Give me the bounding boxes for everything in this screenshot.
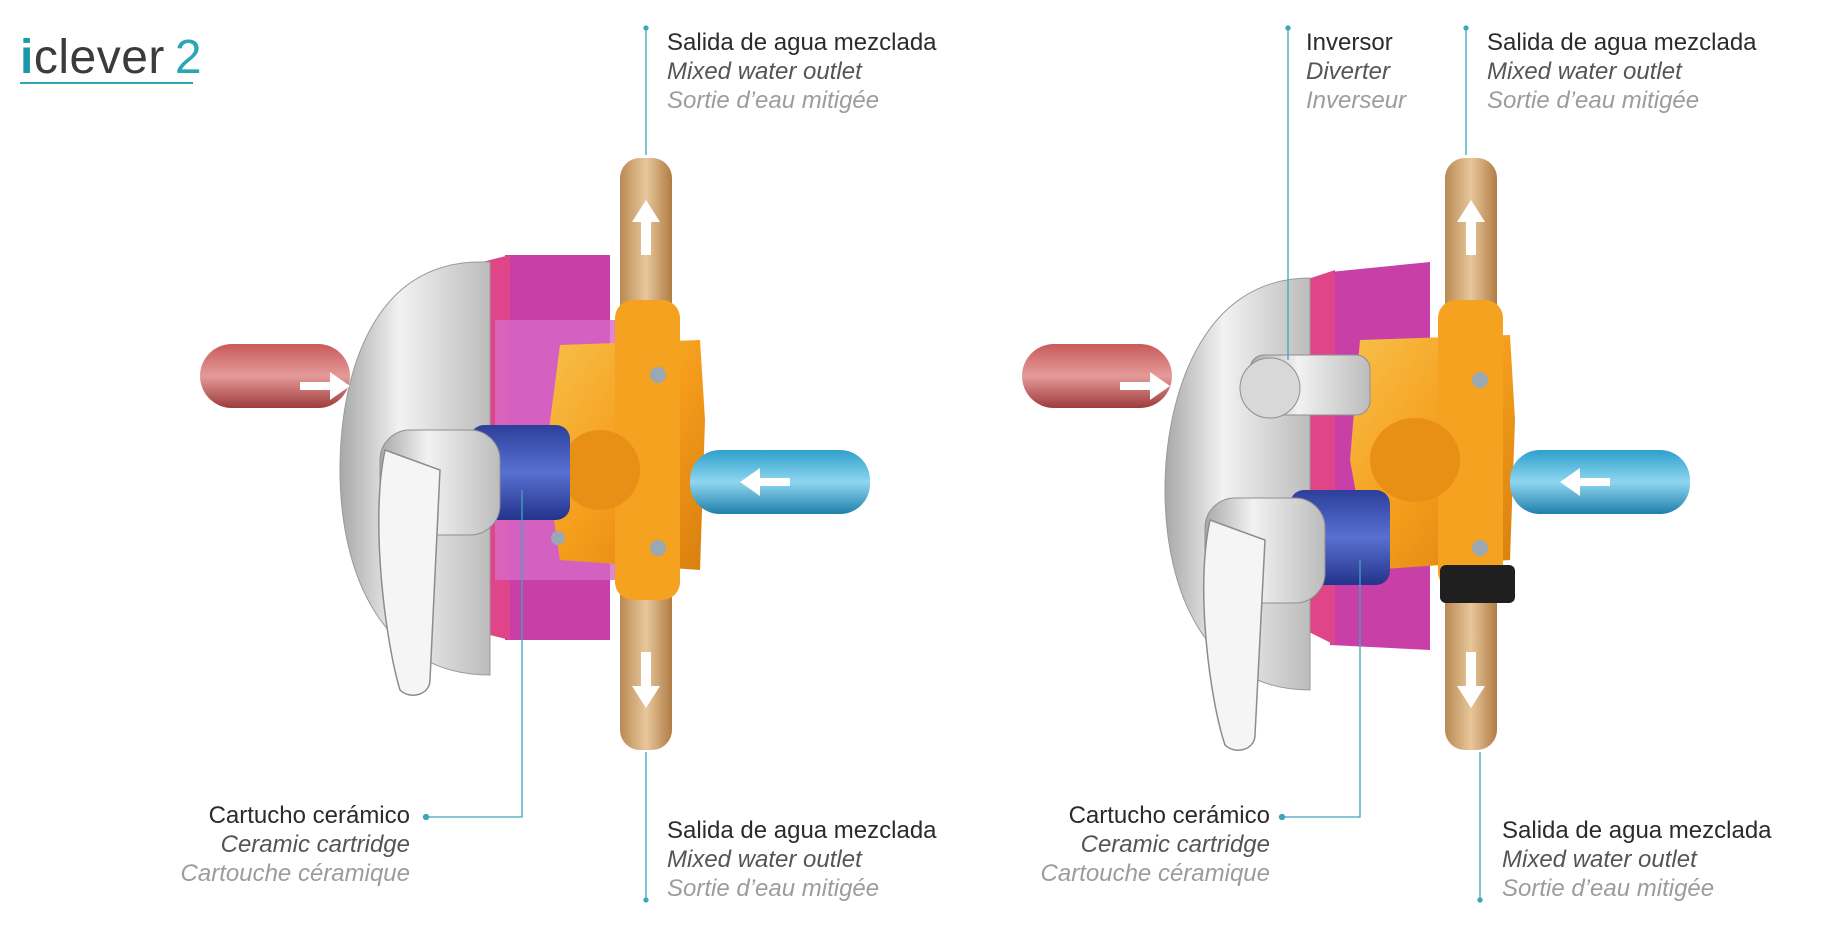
- right-hot-inlet-pipe: [1022, 344, 1172, 408]
- right-up-arrow-icon: [1457, 200, 1485, 255]
- left-connector-lines: [422, 25, 649, 903]
- left-hot-inlet-pipe: [200, 344, 350, 408]
- right-diverter-label: Inversor Diverter Inverseur: [1306, 29, 1407, 114]
- right-valve: [1022, 158, 1690, 751]
- right-cold-arrow-icon: [1560, 468, 1610, 496]
- right-down-arrow-icon: [1457, 652, 1485, 708]
- brand-name: clever: [33, 31, 165, 84]
- left-down-arrow-icon: [632, 652, 660, 708]
- right-cartridge-label: Cartucho cerámico Ceramic cartridge Cart…: [1040, 802, 1270, 887]
- right-lever-handle: [1203, 519, 1266, 751]
- logo-underline: [20, 82, 193, 84]
- right-top-outlet-label: Salida de agua mezclada Mixed water outl…: [1487, 29, 1757, 114]
- right-diverter-knob: [1239, 357, 1301, 419]
- right-bottom-outlet-label: Salida de agua mezclada Mixed water outl…: [1502, 817, 1772, 902]
- left-hot-arrow-icon: [300, 372, 350, 400]
- right-hot-arrow-icon: [1120, 372, 1170, 400]
- right-connector-lines: [1278, 25, 1483, 903]
- left-cartridge-label: Cartucho cerámico Ceramic cartridge Cart…: [180, 802, 410, 887]
- brand-prefix: i: [20, 31, 34, 84]
- left-top-outlet-label: Salida de agua mezclada Mixed water outl…: [667, 29, 937, 114]
- brand-number: 2: [174, 31, 203, 84]
- left-cold-arrow-icon: [740, 468, 790, 496]
- left-bottom-outlet-label: Salida de agua mezclada Mixed water outl…: [667, 817, 937, 902]
- left-up-arrow-icon: [632, 200, 660, 255]
- left-valve: [200, 158, 870, 750]
- left-lever-handle: [378, 449, 441, 696]
